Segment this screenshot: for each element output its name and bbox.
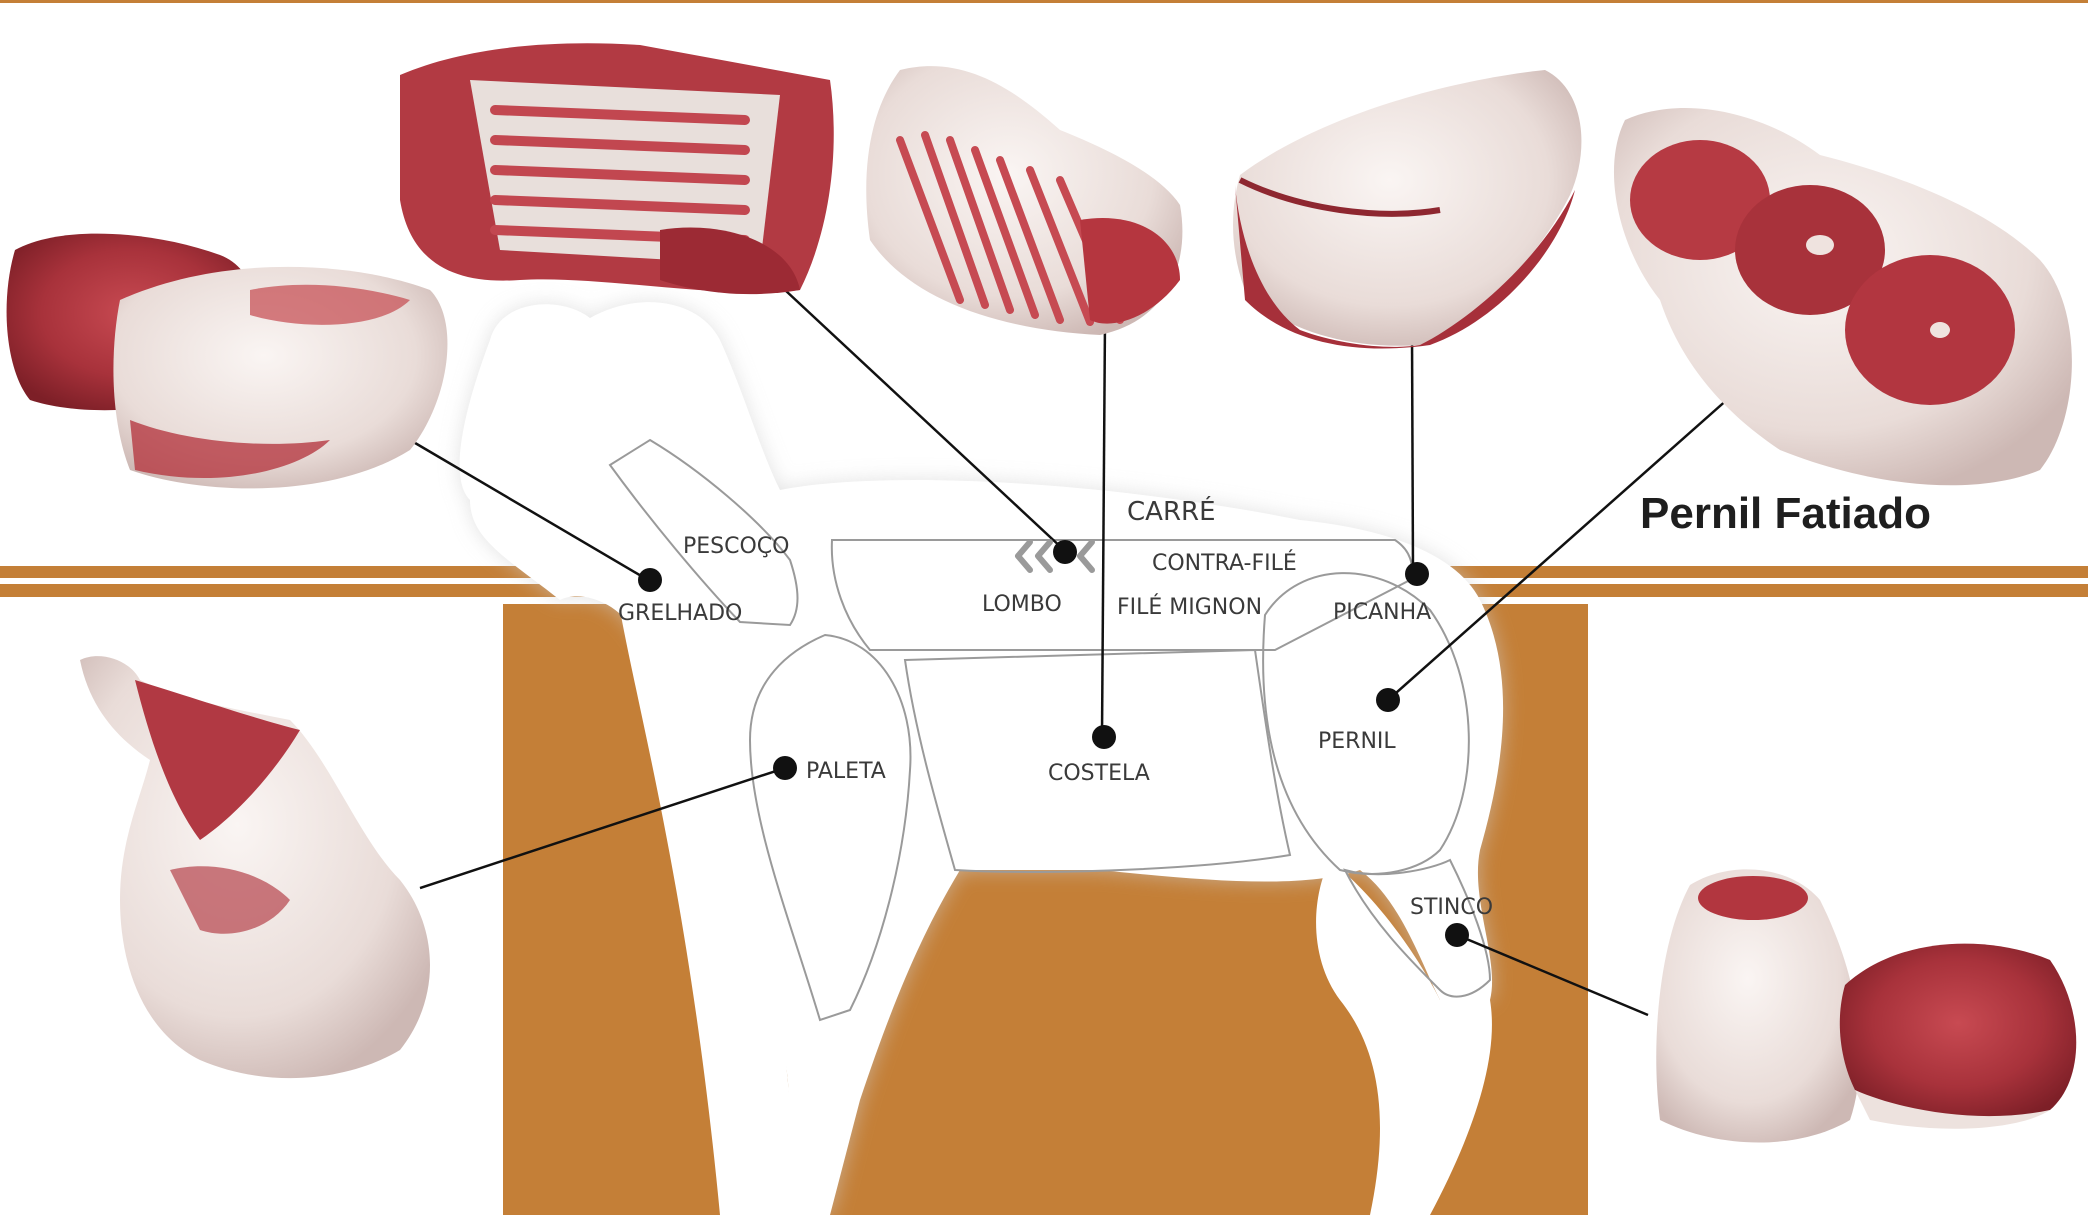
- photo-pernil-fatiado: [1614, 108, 2072, 485]
- lombo-dot: [1053, 540, 1077, 564]
- label-lombo: LOMBO: [982, 592, 1062, 617]
- top-border: [0, 0, 2088, 3]
- stinco-dot: [1445, 923, 1469, 947]
- label-pescoco: PESCOÇO: [683, 534, 790, 559]
- label-picanha: PICANHA: [1333, 600, 1431, 625]
- picanha-dot: [1405, 562, 1429, 586]
- photo-grelhado: [7, 234, 448, 489]
- paleta-dot: [773, 756, 797, 780]
- label-pernil: PERNIL: [1318, 729, 1396, 754]
- pernil-fatiado-title: Pernil Fatiado: [1640, 489, 1931, 538]
- label-contra-file: CONTRA-FILÉ: [1152, 550, 1297, 576]
- photo-picanha: [1233, 70, 1581, 349]
- label-grelhado: GRELHADO: [618, 601, 742, 626]
- grelhado-dot: [638, 568, 662, 592]
- photo-carre: [400, 43, 834, 294]
- label-file-mignon: FILÉ MIGNON: [1117, 594, 1262, 620]
- costela-dot: [1092, 725, 1116, 749]
- label-carre: CARRÉ: [1127, 495, 1216, 527]
- photo-paleta: [80, 656, 430, 1078]
- photo-lombo: [866, 66, 1182, 335]
- label-costela: COSTELA: [1048, 761, 1150, 786]
- photo-stinco: [1656, 869, 2076, 1142]
- label-stinco: STINCO: [1410, 895, 1493, 920]
- pernil-dot: [1376, 688, 1400, 712]
- label-paleta: PALETA: [806, 759, 886, 784]
